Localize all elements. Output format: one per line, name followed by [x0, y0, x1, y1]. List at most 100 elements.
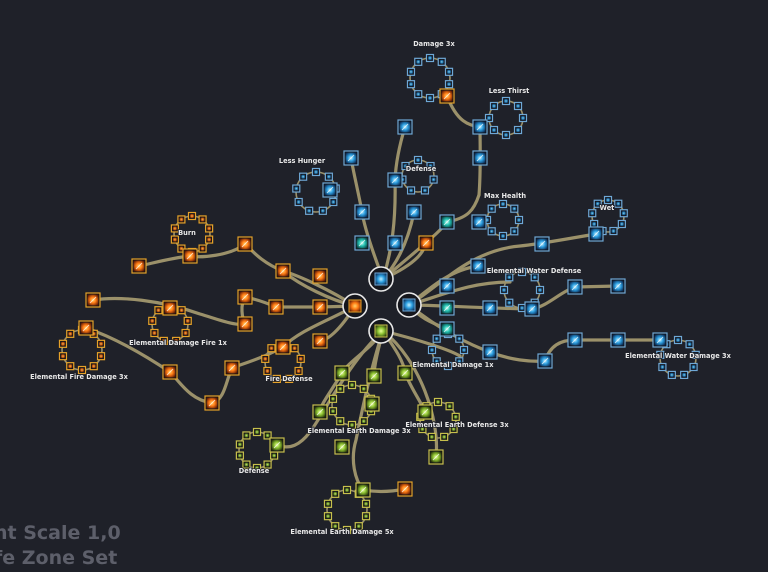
- minor-skill-node[interactable]: [294, 366, 303, 376]
- skill-node[interactable]: [162, 300, 178, 316]
- minor-skill-node[interactable]: [299, 172, 308, 181]
- minor-skill-node[interactable]: [267, 344, 276, 353]
- skill-node[interactable]: [428, 449, 444, 465]
- minor-skill-node[interactable]: [593, 199, 602, 208]
- skill-node[interactable]: [387, 172, 403, 188]
- minor-skill-node[interactable]: [359, 417, 368, 426]
- minor-skill-node[interactable]: [455, 357, 464, 366]
- minor-skill-node[interactable]: [336, 417, 345, 426]
- minor-skill-node[interactable]: [235, 451, 244, 460]
- skill-node[interactable]: [397, 365, 413, 381]
- minor-skill-node[interactable]: [170, 224, 179, 233]
- minor-skill-node[interactable]: [347, 380, 357, 390]
- minor-skill-node[interactable]: [510, 227, 519, 236]
- minor-skill-node[interactable]: [501, 130, 511, 140]
- minor-skill-node[interactable]: [433, 397, 443, 407]
- minor-skill-node[interactable]: [689, 362, 698, 372]
- skill-node[interactable]: [470, 258, 486, 274]
- minor-skill-node[interactable]: [609, 226, 618, 236]
- minor-skill-node[interactable]: [342, 485, 352, 495]
- minor-skill-node[interactable]: [347, 420, 357, 430]
- minor-skill-node[interactable]: [429, 175, 438, 184]
- minor-skill-node[interactable]: [673, 335, 683, 345]
- skill-node[interactable]: [652, 332, 668, 348]
- minor-skill-node[interactable]: [311, 167, 321, 177]
- skill-node[interactable]: [610, 278, 626, 294]
- minor-skill-node[interactable]: [432, 334, 441, 343]
- skill-node[interactable]: [322, 182, 338, 198]
- minor-skill-node[interactable]: [517, 267, 527, 277]
- minor-skill-node[interactable]: [328, 394, 338, 403]
- minor-skill-node[interactable]: [205, 224, 214, 233]
- skill-node[interactable]: [534, 236, 550, 252]
- minor-skill-node[interactable]: [177, 215, 186, 224]
- minor-skill-node[interactable]: [406, 186, 416, 195]
- skill-node[interactable]: [237, 316, 253, 332]
- skill-node[interactable]: [354, 204, 370, 220]
- skill-node[interactable]: [182, 248, 198, 264]
- minor-skill-node[interactable]: [685, 340, 694, 349]
- skill-node[interactable]: [439, 300, 455, 316]
- minor-skill-node[interactable]: [285, 374, 294, 384]
- minor-skill-node[interactable]: [484, 113, 494, 123]
- skill-node[interactable]: [334, 439, 350, 455]
- minor-skill-node[interactable]: [427, 432, 436, 442]
- skill-node[interactable]: [439, 278, 455, 294]
- minor-skill-node[interactable]: [331, 522, 340, 531]
- root-node-west[interactable]: [342, 293, 368, 319]
- minor-skill-node[interactable]: [342, 525, 352, 535]
- minor-skill-node[interactable]: [242, 431, 251, 440]
- minor-skill-node[interactable]: [437, 57, 446, 66]
- minor-skill-node[interactable]: [187, 211, 197, 221]
- minor-skill-node[interactable]: [425, 93, 435, 103]
- skill-node[interactable]: [472, 150, 488, 166]
- minor-skill-node[interactable]: [505, 273, 514, 282]
- minor-skill-node[interactable]: [588, 209, 597, 218]
- skill-node[interactable]: [610, 332, 626, 348]
- minor-skill-node[interactable]: [499, 285, 509, 295]
- skill-node[interactable]: [397, 481, 413, 497]
- minor-skill-node[interactable]: [329, 197, 338, 207]
- minor-skill-node[interactable]: [66, 362, 75, 371]
- skill-node[interactable]: [354, 235, 370, 251]
- minor-skill-node[interactable]: [514, 215, 524, 225]
- minor-skill-node[interactable]: [489, 101, 499, 111]
- minor-skill-node[interactable]: [263, 460, 272, 469]
- skill-node[interactable]: [237, 236, 253, 252]
- minor-skill-node[interactable]: [414, 90, 423, 99]
- minor-skill-node[interactable]: [444, 80, 454, 89]
- minor-skill-node[interactable]: [361, 499, 371, 508]
- minor-skill-node[interactable]: [487, 204, 496, 213]
- skill-node[interactable]: [268, 299, 284, 315]
- minor-skill-node[interactable]: [406, 67, 416, 76]
- minor-skill-node[interactable]: [420, 186, 430, 195]
- minor-skill-node[interactable]: [181, 328, 190, 338]
- minor-skill-node[interactable]: [148, 316, 157, 325]
- minor-skill-node[interactable]: [270, 451, 279, 460]
- minor-skill-node[interactable]: [425, 53, 435, 63]
- minor-skill-node[interactable]: [455, 334, 464, 343]
- minor-skill-node[interactable]: [318, 206, 327, 215]
- skill-node[interactable]: [224, 360, 240, 376]
- minor-skill-node[interactable]: [292, 184, 301, 193]
- minor-skill-node[interactable]: [294, 197, 303, 207]
- minor-skill-node[interactable]: [680, 370, 689, 380]
- minor-skill-node[interactable]: [449, 424, 458, 434]
- minor-skill-node[interactable]: [263, 431, 272, 440]
- minor-skill-node[interactable]: [619, 209, 628, 218]
- minor-skill-node[interactable]: [58, 352, 68, 361]
- skill-node[interactable]: [482, 344, 498, 360]
- skill-node[interactable]: [85, 292, 101, 308]
- root-node-north[interactable]: [368, 266, 394, 292]
- skill-node[interactable]: [418, 235, 434, 251]
- minor-skill-node[interactable]: [324, 172, 333, 181]
- minor-skill-node[interactable]: [242, 460, 251, 469]
- skill-node[interactable]: [312, 404, 328, 420]
- root-node-south[interactable]: [368, 318, 394, 344]
- minor-skill-node[interactable]: [459, 345, 469, 355]
- minor-skill-node[interactable]: [252, 463, 262, 473]
- minor-skill-node[interactable]: [328, 407, 338, 416]
- minor-skill-node[interactable]: [96, 352, 106, 361]
- skill-node[interactable]: [237, 289, 253, 305]
- minor-skill-node[interactable]: [427, 345, 437, 355]
